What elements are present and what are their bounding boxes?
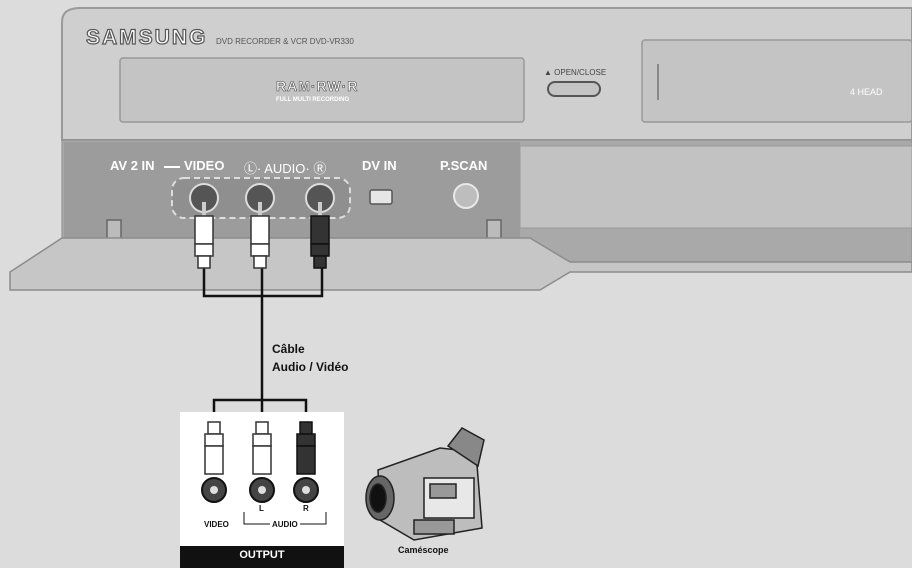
plug-right-top	[310, 202, 330, 269]
output-bar	[180, 546, 344, 568]
audio-label: Ⓛ· AUDIO· Ⓡ	[244, 161, 327, 176]
brand-logo: SAMSUNG	[85, 25, 208, 49]
av2-in-label: AV 2 IN	[110, 158, 155, 173]
pscan-label: P.SCAN	[440, 158, 488, 173]
disc-logo-box	[265, 76, 383, 106]
plug-video-top	[194, 202, 214, 269]
output-video-label: VIDEO	[204, 520, 229, 529]
cable-label-line2: Audio / Vidéo	[272, 360, 349, 374]
video-label: VIDEO	[184, 158, 225, 173]
open-close-label: ▲ OPEN/CLOSE	[544, 68, 607, 77]
cable-label-line1: Câble	[272, 342, 305, 356]
vcr-head-label: 4 HEAD	[850, 87, 883, 97]
output-bar-label: OUTPUT	[239, 549, 285, 561]
plug-left-bottom	[249, 421, 275, 503]
vcr-lower-panel	[519, 145, 912, 229]
output-audio-label: AUDIO	[270, 520, 300, 529]
open-close-button[interactable]	[547, 81, 601, 97]
model-text: DVD RECORDER & VCR DVD-VR330	[216, 37, 354, 46]
front-flap	[9, 237, 912, 291]
recorder-body	[61, 7, 912, 148]
plug-video-bottom	[201, 421, 227, 503]
av-cable	[202, 268, 324, 422]
output-right-label: R	[303, 504, 309, 513]
pscan-button[interactable]	[453, 183, 479, 209]
dv-in-label: DV IN	[362, 158, 397, 173]
disc-logo: RAM·RW·R	[276, 78, 359, 95]
plug-right-bottom	[293, 421, 319, 503]
disc-logo-sub: FULL MULTI RECORDING	[276, 97, 350, 103]
plug-left-top	[250, 202, 270, 269]
output-left-label: L	[259, 504, 264, 513]
camcorder-icon	[365, 427, 485, 541]
dv-in-jack[interactable]	[369, 189, 393, 205]
camcorder-label: Caméscope	[398, 545, 449, 555]
vcr-door	[641, 39, 912, 123]
av2-dash	[164, 166, 180, 168]
